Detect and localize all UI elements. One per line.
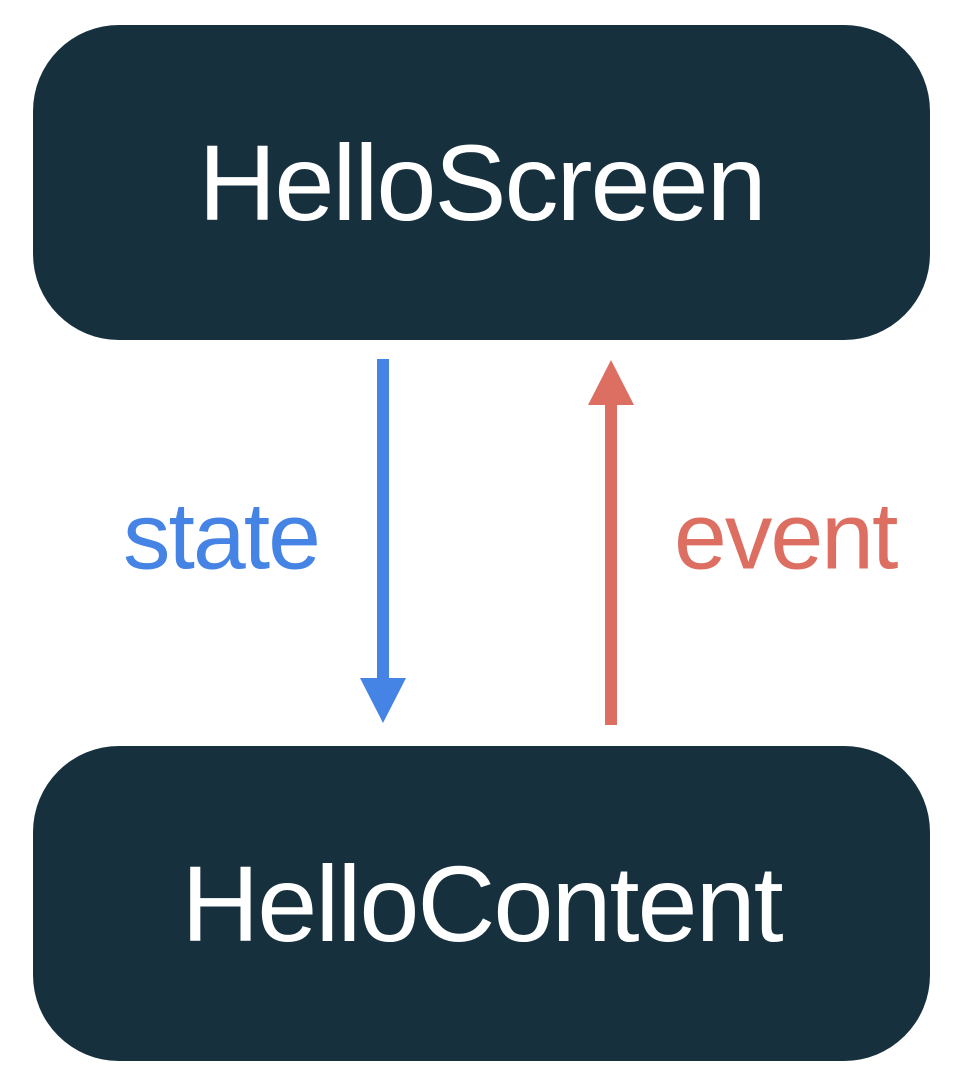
event-arrow-shaft (605, 404, 617, 725)
node-helloscreen: HelloScreen (33, 25, 930, 340)
node-helloscreen-label: HelloScreen (198, 121, 766, 243)
state-edge-label: state (123, 483, 321, 590)
state-arrowhead-down-icon (360, 678, 406, 723)
event-arrowhead-up-icon (588, 360, 634, 405)
node-hellocontent: HelloContent (33, 746, 930, 1061)
node-hellocontent-label: HelloContent (181, 842, 783, 964)
state-arrow-shaft (377, 359, 389, 679)
event-edge-label: event (674, 483, 898, 590)
